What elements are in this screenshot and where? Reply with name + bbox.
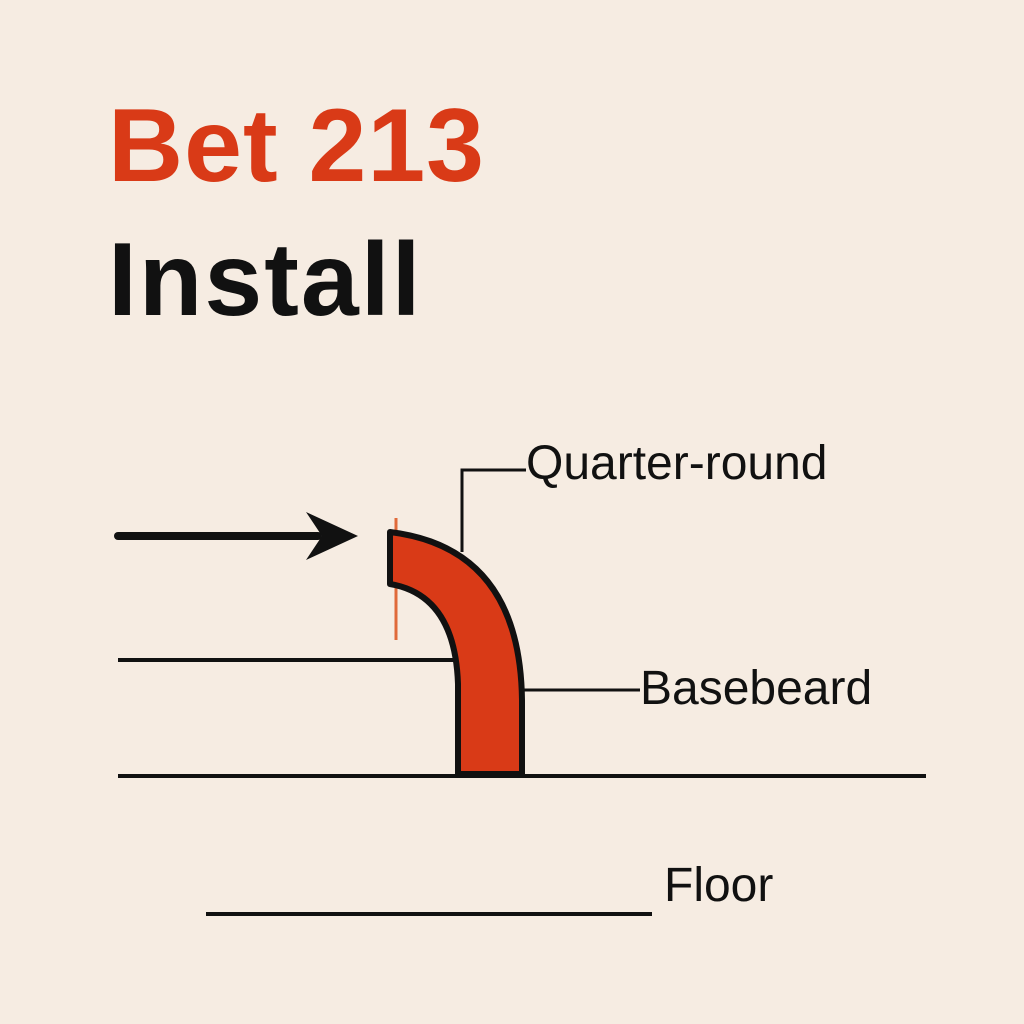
diagram-title-line-2: Install: [108, 222, 423, 338]
baseboard-label: Basebeard: [640, 662, 873, 715]
direction-arrow-icon: [114, 512, 358, 560]
trim-profile: [387, 529, 525, 777]
floor-label: Floor: [664, 859, 774, 912]
diagram-title-line-1: Bet 213: [108, 88, 485, 204]
quarter-round-label: Quarter-round: [526, 437, 828, 490]
quarter-round-leader: [460, 468, 526, 552]
